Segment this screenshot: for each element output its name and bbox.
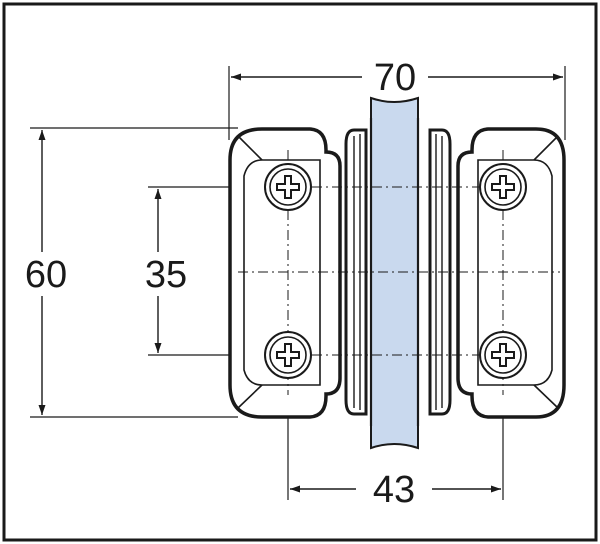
dimension-hole-horizontal-spacing: 43 xyxy=(290,469,501,511)
left-hinge-plate xyxy=(228,127,342,419)
screw-icon xyxy=(264,163,312,211)
dimension-hole-vertical-spacing: 35 xyxy=(145,189,187,353)
screw-icon xyxy=(479,331,527,379)
hole-vertical-spacing-label: 35 xyxy=(145,254,187,296)
dimension-overall-height: 60 xyxy=(25,130,67,415)
glass-panel xyxy=(370,96,419,450)
overall-width-label: 70 xyxy=(374,57,416,99)
overall-height-label: 60 xyxy=(25,254,67,296)
screw-icon xyxy=(264,331,312,379)
dimension-overall-width: 70 xyxy=(231,57,563,99)
screw-icon xyxy=(479,163,527,211)
hole-horizontal-spacing-label: 43 xyxy=(373,469,415,511)
